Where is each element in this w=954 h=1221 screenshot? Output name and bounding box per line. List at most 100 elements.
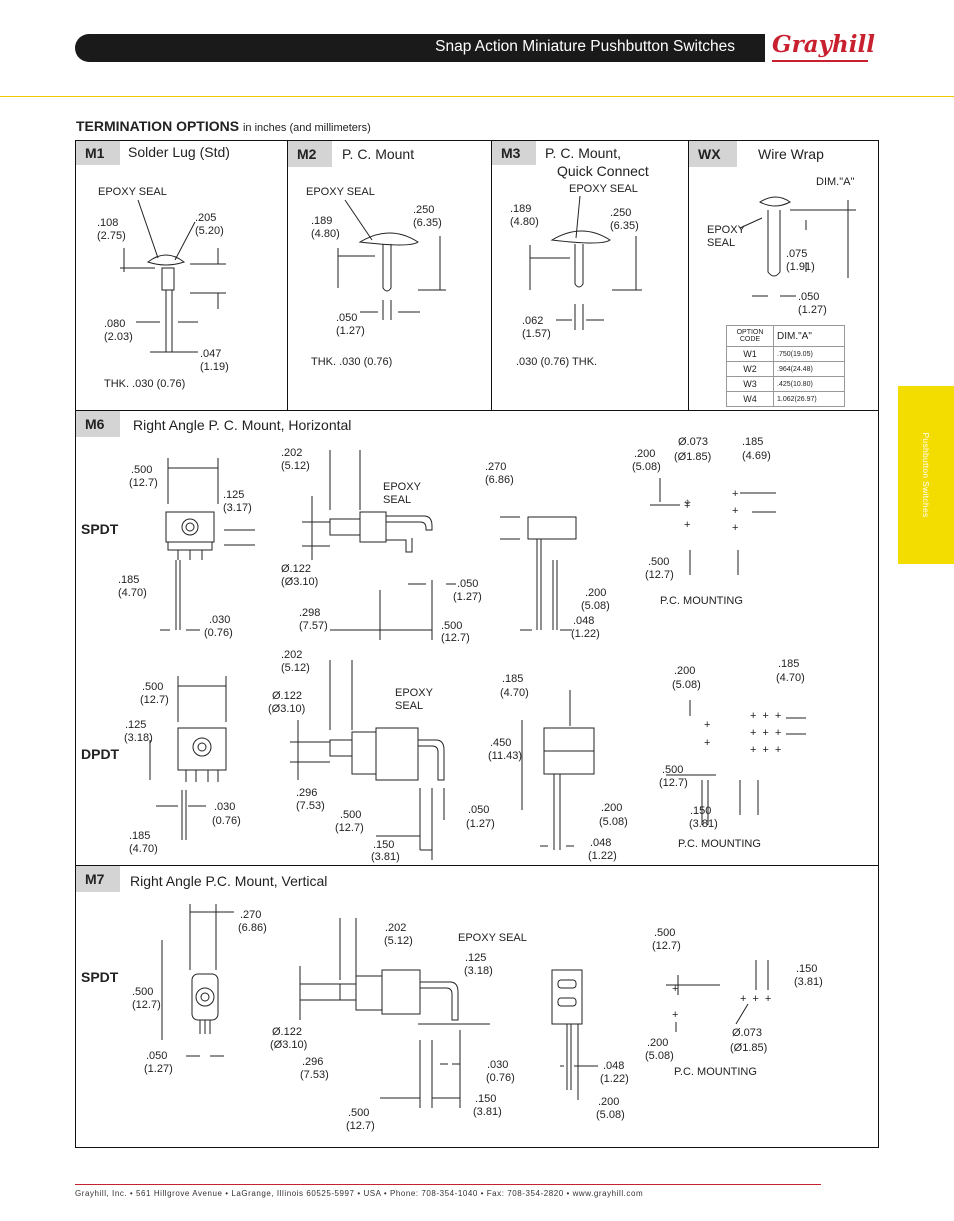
- m1-dim: (2.03): [104, 331, 133, 343]
- m3-dim: .189: [510, 203, 532, 215]
- dim-label: P.C. MOUNTING: [678, 838, 761, 850]
- dim-label: .185: [778, 658, 800, 670]
- dim-label: .030: [487, 1059, 509, 1071]
- m1-dim: .205: [195, 212, 217, 224]
- logo-underline: [772, 60, 868, 62]
- dim-label: .200: [598, 1096, 620, 1108]
- hole-crosses-m7-a: ++: [672, 983, 679, 1021]
- dim-label: P.C. MOUNTING: [660, 595, 743, 607]
- m1-dim: THK. .030 (0.76): [104, 378, 186, 390]
- dim-label: .450: [490, 737, 512, 749]
- dim-label: (12.7): [652, 940, 681, 952]
- m3-title-line1: P. C. Mount,: [545, 145, 622, 161]
- m7-title: Right Angle P.C. Mount, Vertical: [130, 873, 328, 889]
- dim-label: .500: [142, 681, 164, 693]
- m1-dim: (2.75): [97, 230, 126, 242]
- m7-drawing: [161, 904, 769, 1108]
- hole-crosses-spdt-b: +++: [732, 488, 739, 534]
- dpdt-label: DPDT: [81, 746, 120, 762]
- dim-label: .185: [118, 574, 140, 586]
- divider: [688, 140, 689, 411]
- dim-label: (12.7): [645, 569, 674, 581]
- dim-label: Ø.122: [272, 1026, 302, 1038]
- dim-label: (3.17): [223, 502, 252, 514]
- wx-dim: (1.27): [798, 304, 827, 316]
- dim-label: .048: [603, 1060, 625, 1072]
- dim-label: (5.08): [632, 461, 661, 473]
- dim-label: (5.12): [281, 460, 310, 472]
- dim-label: (Ø1.85): [674, 451, 712, 463]
- table-row: W2.964(24.48): [726, 361, 845, 377]
- dim-label: EPOXY SEAL: [458, 932, 527, 944]
- dim-label: .200: [674, 665, 696, 677]
- dim-label: SEAL: [383, 494, 412, 506]
- dim-label: EPOXY: [383, 481, 421, 493]
- m3-dim: .062: [522, 315, 544, 327]
- dim-label: .200: [585, 587, 607, 599]
- dim-label: .200: [634, 448, 656, 460]
- wx-dim: SEAL: [707, 237, 736, 249]
- hole-pattern-spdt: ⌖: [684, 495, 691, 509]
- dim-label: (Ø1.85): [730, 1042, 768, 1054]
- dim-label: (5.08): [599, 816, 628, 828]
- dim-label: (5.08): [645, 1050, 674, 1062]
- m2-dim: (1.27): [336, 325, 365, 337]
- m3-title-line2: Quick Connect: [557, 163, 649, 179]
- dim-label: Ø.073: [678, 436, 708, 448]
- dim-label: (4.69): [742, 450, 771, 462]
- dim-label: .185: [742, 436, 764, 448]
- m6-dpdt-drawing: [149, 660, 806, 860]
- m1-dim: .108: [97, 217, 119, 229]
- m2-drawing: [337, 199, 446, 320]
- dim-label: .500: [132, 986, 154, 998]
- dim-label: .500: [340, 809, 362, 821]
- header-bar: Snap Action Miniature Pushbutton Switche…: [75, 34, 765, 62]
- dim-label: (3.81): [473, 1106, 502, 1118]
- dim-label: .150: [796, 963, 818, 975]
- dim-label: .500: [648, 556, 670, 568]
- divider: [491, 140, 492, 411]
- m2-dim: THK. .030 (0.76): [311, 356, 393, 368]
- dim-label: (7.57): [299, 620, 328, 632]
- table-row: W3.425(10.80): [726, 376, 845, 392]
- dim-label: (0.76): [204, 627, 233, 639]
- header-rule: [0, 96, 954, 97]
- dim-label: .202: [385, 922, 407, 934]
- m2-title: P. C. Mount: [342, 146, 415, 162]
- m1-code: M1: [76, 141, 120, 165]
- grayhill-logo: Grayhill: [772, 31, 875, 58]
- m3-dim: EPOXY SEAL: [569, 183, 638, 195]
- dim-label: .150: [475, 1093, 497, 1105]
- m2-dim: EPOXY SEAL: [306, 186, 375, 198]
- dim-label: .296: [302, 1056, 324, 1068]
- dim-label: .150: [373, 839, 395, 851]
- dim-label: .202: [281, 649, 303, 661]
- dim-label: (1.22): [571, 628, 600, 640]
- m6-panel: [75, 410, 879, 868]
- dim-label: (0.76): [212, 815, 241, 827]
- dim-label: (1.27): [453, 591, 482, 603]
- dim-label: (5.12): [384, 935, 413, 947]
- m7-code: M7: [76, 866, 120, 892]
- dim-label: .296: [296, 787, 318, 799]
- dim-label: .125: [125, 719, 147, 731]
- m3-code: M3: [492, 141, 536, 165]
- side-tab[interactable]: Pushbutton Switches: [898, 386, 954, 564]
- m1-dim: (1.19): [200, 361, 229, 373]
- dim-label: .200: [601, 802, 623, 814]
- dim-label: (1.22): [600, 1073, 629, 1085]
- hole-crosses-dpdt-a: ++: [704, 719, 711, 749]
- wx-dim: .075: [786, 248, 808, 260]
- dim-label: (Ø3.10): [268, 703, 306, 715]
- dim-label: .048: [590, 837, 612, 849]
- hole-crosses-m7-b: +++: [740, 993, 778, 1005]
- dim-label: (12.7): [140, 694, 169, 706]
- m1-dim: EPOXY SEAL: [98, 186, 167, 198]
- m1-title: Solder Lug (Std): [128, 144, 230, 160]
- wx-code: WX: [689, 141, 737, 167]
- dim-label: (3.81): [689, 818, 718, 830]
- m2-dim: .189: [311, 215, 333, 227]
- dim-label: .202: [281, 447, 303, 459]
